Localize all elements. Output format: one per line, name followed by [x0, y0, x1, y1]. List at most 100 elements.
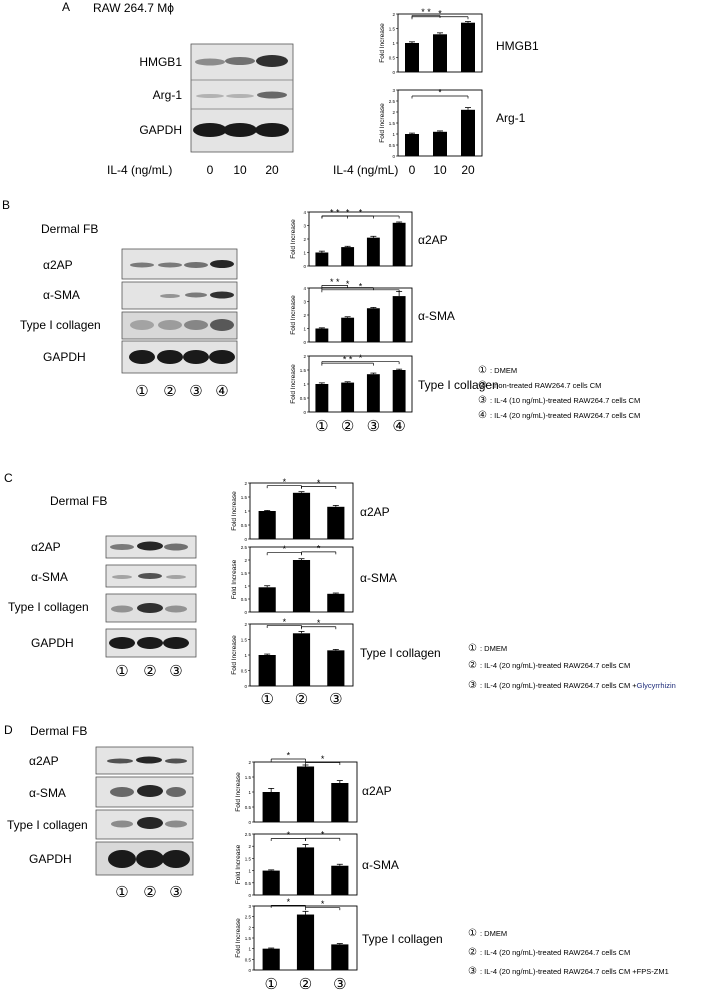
x-category-label: ② [295, 691, 308, 708]
bar [461, 109, 475, 156]
cell-label-c: Dermal FB [50, 494, 107, 508]
blot-label-d-a2ap: α2AP [29, 754, 59, 768]
x-category-label: 20 [461, 163, 475, 177]
legend-c: ① : DMEM ② : IL-4 (20 ng/mL)-treated RAW… [468, 643, 676, 691]
y-tick-label: 0 [244, 684, 247, 689]
y-tick-label: 1.5 [241, 638, 248, 643]
legend-b-mark-4: ④ [478, 410, 487, 421]
legend-d-text-1: : DMEM [480, 929, 507, 938]
bar [327, 593, 345, 612]
y-axis-label: Fold Increase [231, 635, 238, 675]
chart-side-label: α2AP [360, 505, 390, 519]
bar [461, 22, 475, 72]
y-tick-label: 2 [244, 558, 247, 563]
lane-label-b-3: ③ [189, 383, 202, 400]
significance-mark: * [346, 279, 350, 289]
blot-image-a [190, 43, 294, 153]
significance-mark: * [283, 544, 287, 554]
y-axis-label: Fold Increase [235, 844, 242, 884]
bar [292, 492, 311, 539]
blot-image-b [121, 248, 238, 374]
significance-mark: * [283, 477, 287, 487]
significance-mark: * [438, 88, 442, 98]
legend-c-text-3: : IL-4 (20 ng/mL)-treated RAW264.7 cells… [480, 681, 676, 690]
bar [315, 384, 329, 412]
y-tick-label: 0 [248, 893, 251, 898]
panel-letter-c: C [4, 471, 13, 485]
x-category-label: 0 [409, 163, 416, 177]
legend-b-text-4: : IL-4 (20 ng/mL)-treated RAW264.7 cells… [490, 411, 640, 420]
legend-b-mark-2: ② [478, 380, 487, 391]
lane-label-b-4: ④ [215, 383, 228, 400]
y-tick-label: 1 [392, 41, 395, 46]
bar [296, 914, 315, 970]
blot-label-d-gapdh: GAPDH [29, 852, 72, 866]
bar [405, 134, 419, 156]
significance-mark: * [359, 281, 363, 291]
panel-letter-d: D [4, 723, 13, 737]
significance-mark: * [317, 478, 321, 488]
chart-side-label: Type I collagen [360, 646, 441, 660]
y-tick-label: 0 [303, 340, 306, 345]
y-tick-label: 2.5 [389, 99, 396, 104]
chart-side-label: Type I collagen [362, 932, 443, 946]
legend-b: ① : DMEM ② : non-treated RAW264.7 cells … [478, 365, 640, 421]
y-tick-label: 0.5 [241, 597, 248, 602]
legend-b-text-3: : IL-4 (10 ng/mL)-treated RAW264.7 cells… [490, 396, 640, 405]
significance-mark: * [321, 754, 325, 764]
lane-label-d-1: ① [115, 884, 128, 901]
bar [315, 252, 329, 266]
y-axis-label: Fold Increase [379, 23, 386, 63]
blot-image-d [95, 746, 194, 876]
bar [341, 382, 355, 412]
y-tick-label: 2 [244, 622, 247, 627]
blot-image-c [105, 535, 197, 658]
significance-mark: * * [330, 277, 340, 287]
y-tick-label: 1.5 [389, 121, 396, 126]
y-tick-label: 0.5 [245, 805, 252, 810]
y-tick-label: 0.5 [241, 669, 248, 674]
significance-mark: * * [421, 7, 431, 17]
y-tick-label: 2.5 [245, 832, 252, 837]
y-tick-label: 2 [248, 760, 251, 765]
bar [292, 560, 311, 612]
significance-mark: * [317, 618, 321, 628]
blot-label-d-col1: Type I collagen [7, 818, 88, 832]
chart-side-label: α-SMA [418, 309, 455, 323]
legend-c-mark-1: ① [468, 643, 477, 654]
y-axis-label: Fold Increase [290, 219, 297, 259]
x-category-label: ② [299, 976, 312, 992]
legend-d: ① : DMEM ② : IL-4 (20 ng/mL)-treated RAW… [468, 928, 669, 977]
y-tick-label: 1.5 [241, 571, 248, 576]
bar [331, 944, 349, 970]
y-tick-label: 1 [303, 251, 306, 256]
bar [262, 948, 280, 970]
y-tick-label: 0.5 [300, 396, 307, 401]
y-tick-label: 0 [244, 610, 247, 615]
bar [392, 296, 406, 342]
y-axis-label: Fold Increase [231, 559, 238, 599]
y-tick-label: 1.5 [389, 27, 396, 32]
y-tick-label: 1.5 [300, 368, 307, 373]
y-tick-label: 3 [303, 224, 306, 229]
significance-mark: * * [330, 207, 340, 217]
bar [366, 374, 380, 412]
y-tick-label: 0.5 [245, 881, 252, 886]
y-tick-label: 0 [392, 70, 395, 75]
legend-c-text-3-extra: Glycyrrhizin [637, 681, 676, 690]
lane-label-c-2: ② [143, 663, 156, 680]
y-tick-label: 0.5 [389, 143, 396, 148]
bar [258, 587, 276, 612]
y-tick-label: 0 [248, 820, 251, 825]
bar [296, 847, 315, 895]
lane-label-d-3: ③ [169, 884, 182, 901]
legend-b-text-1: : DMEM [490, 366, 517, 375]
y-tick-label: 2 [248, 844, 251, 849]
